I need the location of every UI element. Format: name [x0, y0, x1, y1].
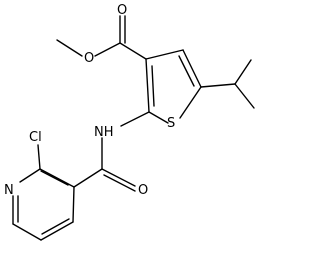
bond-c2-nitrogen	[120, 111, 150, 127]
bond-ester-oxygen-carbon	[94, 42, 121, 57]
bond-isopropyl-methyl-upper	[234, 59, 252, 85]
bond-py-c4-c3	[72, 186, 75, 223]
bond-ester-carbon-ring	[119, 42, 147, 60]
bond-c5-sulfur	[179, 86, 202, 119]
atom-label-amide-oxygen: O	[138, 183, 148, 198]
bond-methyl-oxygen	[56, 39, 83, 57]
bond-py-c5-c4	[40, 221, 74, 241]
bond-c4-c5-double-inner	[178, 55, 195, 87]
bond-py-c3-c2	[39, 168, 75, 188]
bond-ring-isopropyl	[200, 83, 236, 88]
bond-amide-carbon-pyridine	[73, 168, 103, 188]
atom-label-ester-oxygen: O	[84, 51, 94, 66]
bond-py-c2-c3-inner	[40, 170, 69, 186]
atom-label-sulfur: S	[167, 116, 175, 131]
molecule-structure: O O S NH Cl N O	[4, 3, 255, 241]
atom-label-pyridine-nitrogen: N	[4, 183, 14, 198]
bond-amide-carbonyl-double-2	[103, 174, 136, 192]
bond-sulfur-c2	[148, 111, 169, 124]
bond-c3-c4	[145, 49, 184, 60]
bond-isopropyl-methyl-lower	[234, 83, 255, 109]
bond-c2-c3-outer	[145, 58, 150, 113]
bond-amide-carbonyl-double-1	[101, 168, 136, 187]
bond-py-c5-c4-inner	[41, 218, 70, 235]
atom-label-chlorine: Cl	[29, 130, 42, 145]
bond-c2-c3-inner	[151, 65, 155, 107]
bond-py-c2-chlorine	[37, 144, 41, 170]
atom-label-amide-nitrogen: NH	[94, 125, 114, 140]
bond-c4-c5-double-outer	[182, 49, 202, 88]
atom-label-carbonyl-oxygen: O	[117, 3, 127, 18]
bond-py-c2-nitrogen	[19, 168, 41, 183]
bond-py-c6-c5	[12, 223, 42, 241]
